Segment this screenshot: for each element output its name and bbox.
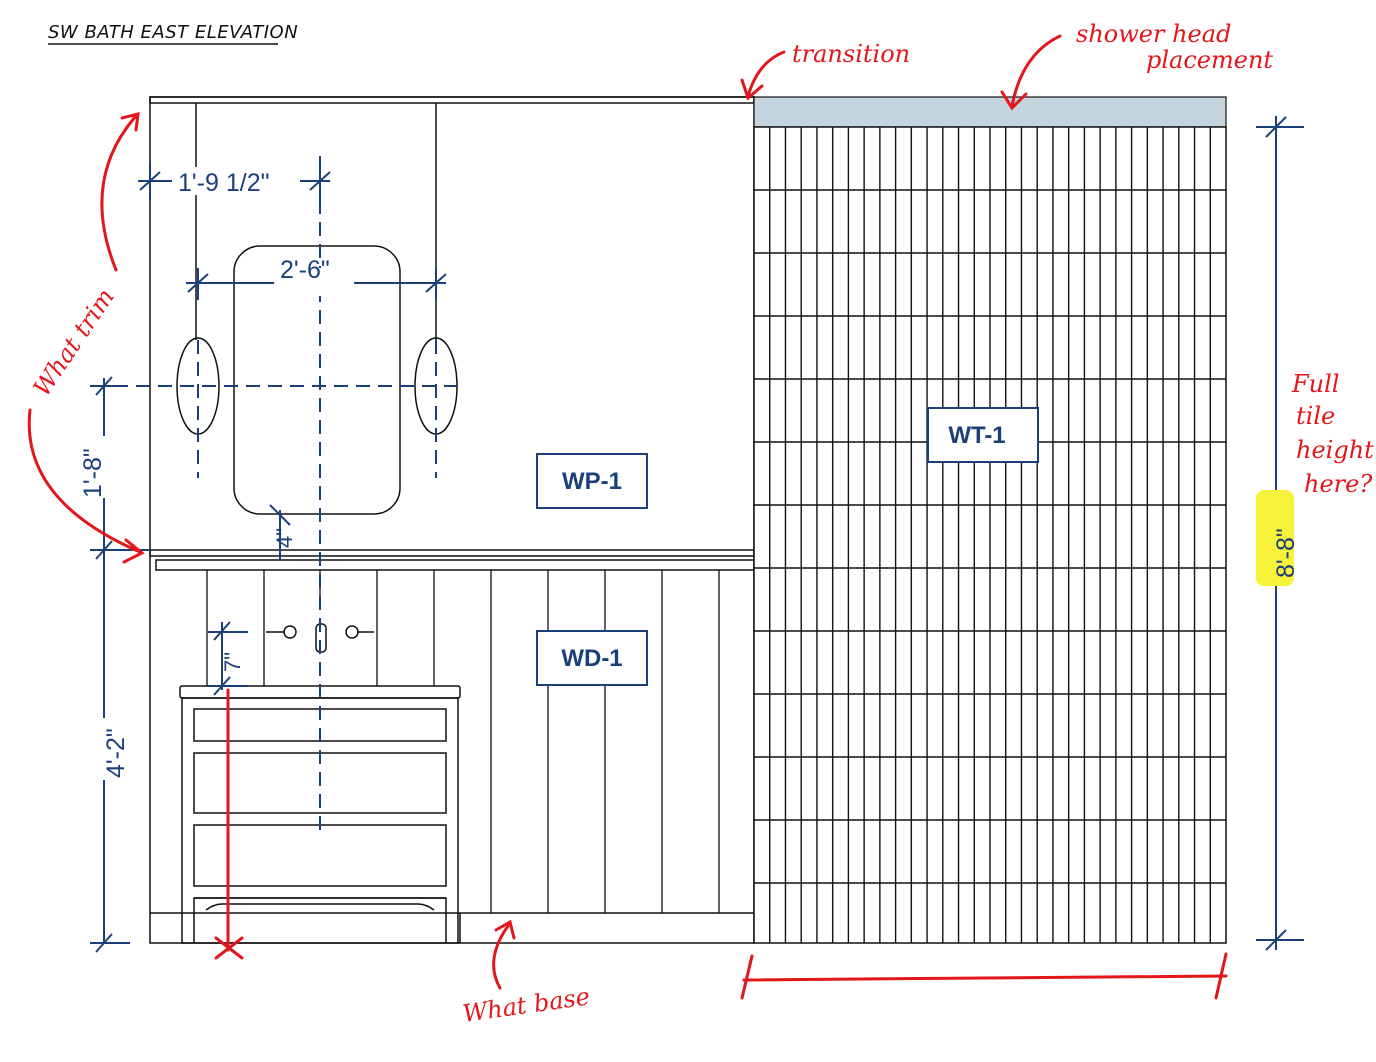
tag-box-wd1 <box>536 630 648 686</box>
highlight-tile-height <box>1256 490 1294 586</box>
chair-rail <box>149 549 755 557</box>
vanity <box>179 685 461 944</box>
dim-sconce-height: 1'-8" <box>79 448 107 498</box>
dim-sconce-offset: 1'-9 1/2" <box>178 169 269 197</box>
dim-bg <box>84 436 124 498</box>
note-full-tile-2: tile <box>1296 402 1335 430</box>
vanity-wall <box>149 96 755 944</box>
drawing-title: SW BATH EAST ELEVATION <box>48 22 298 43</box>
tag-box-wt1 <box>927 407 1039 463</box>
chair-rail-lower <box>155 559 755 571</box>
note-full-tile-3: height <box>1296 436 1374 464</box>
tag-wall-tile: WT-1 <box>948 422 1005 449</box>
tag-wall-paint: WP-1 <box>562 468 622 495</box>
dim-sconce-spacing: 2'-6" <box>280 256 330 284</box>
note-shower-head-1: shower head <box>1076 20 1231 48</box>
note-transition: transition <box>792 40 910 68</box>
arrow-transition <box>746 50 786 98</box>
red-shower-width <box>742 974 1228 982</box>
dim-backsplash: 7" <box>220 652 245 672</box>
vanity-drawer-3 <box>193 824 447 887</box>
note-full-tile-1: Full <box>1291 370 1339 398</box>
arrow-trim-bottom <box>27 408 142 554</box>
dim-bg <box>172 167 300 195</box>
dim-bg <box>274 268 354 296</box>
shower-head-band <box>753 96 1227 128</box>
note-shower-head-2: placement <box>1146 46 1273 74</box>
dim-mirror-gap: 4" <box>272 528 297 548</box>
note-full-tile-4: here? <box>1304 470 1372 498</box>
arrow-trim-top <box>100 114 138 272</box>
tag-wall-detail: WD-1 <box>561 645 622 672</box>
redline-marks <box>27 34 1228 1000</box>
crown-trim <box>149 96 755 104</box>
arrow-shower-head <box>1010 34 1062 108</box>
note-what-base: What base <box>461 982 592 1028</box>
arrow-base <box>492 924 510 990</box>
dim-tile-height: 8'-8" <box>1272 528 1300 578</box>
dim-bg <box>84 718 124 780</box>
tag-box-wp1 <box>536 453 648 509</box>
dim-wainscot-height: 4'-2" <box>102 728 130 778</box>
mirror <box>233 245 401 515</box>
